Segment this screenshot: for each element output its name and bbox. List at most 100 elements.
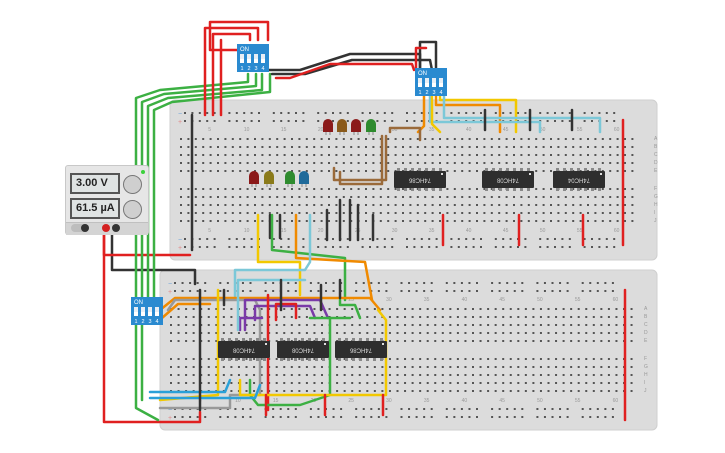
wire-orange[interactable] xyxy=(294,213,374,302)
dip-toggle[interactable] xyxy=(155,307,159,316)
column-label: 40 xyxy=(462,398,468,404)
dip-toggle-knob xyxy=(247,59,251,63)
wire-black[interactable] xyxy=(270,58,434,76)
column-label: 15 xyxy=(281,127,287,133)
led-red[interactable] xyxy=(323,119,333,135)
dip-position-label: 4 xyxy=(155,319,158,325)
dip-toggle[interactable] xyxy=(418,78,422,87)
wire-red[interactable] xyxy=(203,26,260,117)
chip-bottom-1[interactable]: 74HC08 xyxy=(218,338,270,361)
column-label: 35 xyxy=(429,127,435,133)
row-label: G xyxy=(644,364,648,370)
column-label: 50 xyxy=(540,127,546,133)
column-label: 15 xyxy=(281,228,287,234)
dip-toggle[interactable] xyxy=(439,78,443,87)
wire-red[interactable] xyxy=(274,62,416,80)
wire-purple[interactable] xyxy=(253,304,317,322)
wire-yellow[interactable] xyxy=(430,93,442,134)
wire-power-positive[interactable] xyxy=(102,226,202,424)
chip-bottom-3[interactable]: 74HC86 xyxy=(335,338,387,361)
dip-toggle[interactable] xyxy=(247,54,251,63)
column-label: 50 xyxy=(537,297,543,303)
row-label: B xyxy=(654,144,658,150)
led-red[interactable] xyxy=(249,171,259,187)
row-label: H xyxy=(654,202,658,208)
power-toggle-switch[interactable] xyxy=(71,224,89,232)
voltage-value: 3.00 V xyxy=(76,177,108,189)
dip-toggle[interactable] xyxy=(148,307,152,316)
wire-yellow[interactable] xyxy=(438,93,518,134)
wire-green[interactable] xyxy=(338,298,362,320)
led-blue[interactable] xyxy=(299,171,309,187)
row-label: A xyxy=(644,306,648,312)
wire-orange-long[interactable] xyxy=(158,296,382,312)
wire-brown[interactable] xyxy=(338,134,384,186)
row-label: D xyxy=(644,330,648,336)
dip-toggle-knob xyxy=(418,83,422,87)
column-label: 5 xyxy=(208,228,211,234)
column-label: 35 xyxy=(424,297,430,303)
wire-cyan[interactable] xyxy=(233,213,312,298)
positive-terminal[interactable] xyxy=(102,224,110,232)
led-yellow[interactable] xyxy=(264,171,274,187)
led-brown[interactable] xyxy=(337,119,347,135)
wire-power-positive-top[interactable] xyxy=(102,226,192,257)
wire-red[interactable] xyxy=(414,46,428,72)
dip-toggle-knob xyxy=(439,83,443,87)
chip-top-2[interactable]: 74HC08 xyxy=(482,168,534,191)
column-label: 25 xyxy=(348,398,354,404)
rail-minus-label: − xyxy=(168,281,172,288)
dip-position-label: 3 xyxy=(254,66,257,72)
wire-yellow[interactable] xyxy=(256,213,302,297)
led-red[interactable] xyxy=(351,119,361,135)
column-label: 60 xyxy=(613,297,619,303)
dip-toggle[interactable] xyxy=(240,54,244,63)
wire-green-dip[interactable] xyxy=(152,72,272,302)
led-green[interactable] xyxy=(366,119,376,135)
chip-label: 74HC08 xyxy=(291,346,314,352)
dip-toggle[interactable] xyxy=(432,78,436,87)
led-green[interactable] xyxy=(285,171,295,187)
wire-cyan[interactable] xyxy=(442,93,602,134)
wire-blue[interactable] xyxy=(148,383,262,400)
wire-black[interactable] xyxy=(418,40,438,72)
wire-green[interactable] xyxy=(134,298,160,422)
column-label: 5 xyxy=(208,127,211,133)
dip-toggle[interactable] xyxy=(141,307,145,316)
wire-green[interactable] xyxy=(270,213,347,302)
chip-label: 74HC86 xyxy=(408,176,431,182)
chip-label: 74HC86 xyxy=(349,346,372,352)
wire-brown[interactable] xyxy=(332,134,388,182)
wire-blue[interactable] xyxy=(148,378,232,394)
chip-top-3[interactable]: 74HC04 xyxy=(553,168,605,191)
dip-toggle[interactable] xyxy=(134,307,138,316)
current-knob[interactable] xyxy=(123,200,142,219)
power-supply[interactable]: 3.00 V 61.5 µA xyxy=(65,165,149,235)
column-label: 35 xyxy=(424,398,430,404)
negative-terminal[interactable] xyxy=(112,224,120,232)
wire-purple[interactable] xyxy=(243,298,330,332)
wire-green[interactable] xyxy=(248,316,332,407)
wire-red[interactable] xyxy=(211,32,252,117)
dip-toggle[interactable] xyxy=(254,54,258,63)
row-label: D xyxy=(654,160,658,166)
chip-bottom-2[interactable]: 74HC08 xyxy=(277,338,329,361)
column-label: 30 xyxy=(392,127,398,133)
wire-brown[interactable] xyxy=(388,126,422,142)
dip-toggle[interactable] xyxy=(425,78,429,87)
row-label: I xyxy=(644,380,645,386)
dip-toggle[interactable] xyxy=(261,54,265,63)
row-label: F xyxy=(644,356,647,362)
dip-on-label: ON xyxy=(418,71,427,77)
wire-purple[interactable] xyxy=(238,316,264,332)
rail-plus-label: + xyxy=(178,245,182,252)
chip-top-1[interactable]: 74HC86 xyxy=(394,168,446,191)
wire-cyan[interactable] xyxy=(236,278,307,332)
voltage-knob[interactable] xyxy=(123,175,142,194)
wire-red[interactable] xyxy=(274,302,298,322)
wire-yellow[interactable] xyxy=(238,308,388,397)
